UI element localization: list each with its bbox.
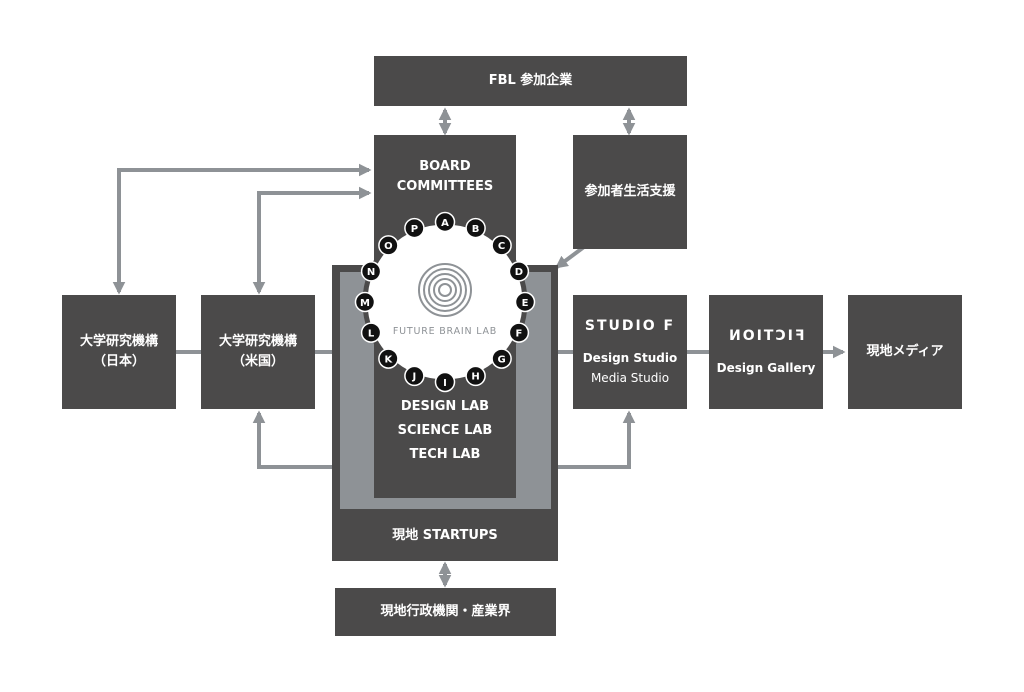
ring-dot-l: [360, 322, 382, 343]
univ-japan-sublabel: （日本）: [92, 354, 145, 369]
ring-letter-o: O: [384, 241, 393, 252]
local-media-label: 現地メディア: [866, 344, 944, 359]
ring-letter-c: C: [498, 241, 505, 252]
ring-dot-f: [508, 322, 530, 343]
univ-usa-box: 大学研究機構 （米国）: [201, 295, 315, 409]
science-lab-label: SCIENCE LAB: [397, 423, 493, 438]
ring-dot-e: [514, 291, 536, 313]
ring-dot-m: [354, 291, 376, 313]
ring-dot-h: [465, 365, 486, 387]
ring-dot-i: [434, 371, 456, 393]
ring-letter-j: J: [412, 372, 417, 383]
studio-line1: Design Studio: [582, 351, 678, 365]
univ-japan-box: 大学研究機構 （日本）: [62, 295, 176, 409]
ring-dot-b: [465, 217, 486, 239]
ring-letter-d: D: [515, 267, 523, 278]
ring-letter-b: B: [472, 224, 480, 235]
ring-dot-c: [491, 235, 512, 256]
ring-dot-k: [378, 348, 399, 369]
fbl-logo-text: FUTURE BRAIN LAB: [393, 326, 497, 337]
ring-dot-g: [491, 348, 512, 369]
ring-letter-p: P: [411, 224, 418, 235]
ring-letter-a: A: [441, 218, 449, 229]
ring-letter-group: A B C D E F G H I J K L M N O P: [354, 211, 536, 393]
ring-letter-g: G: [497, 354, 505, 365]
arrow-startups-usa: [252, 410, 332, 469]
fbl-companies-box: FBL 参加企業: [374, 56, 687, 106]
ring-letter-m: M: [360, 298, 370, 309]
design-lab-label: DESIGN LAB: [400, 399, 490, 414]
local-gov-box: 現地行政機関・産業界: [335, 588, 556, 636]
ring-letter-f: F: [515, 328, 522, 339]
ring-dot-p: [404, 217, 425, 239]
fbl-logo-icon: [418, 263, 472, 317]
local-startups-label: 現地 STARTUPS: [392, 528, 498, 543]
participant-support-box: 参加者生活支援: [573, 135, 687, 249]
studio-f-logo: STUDIO F: [584, 318, 676, 334]
arrow-japan-board: [112, 163, 372, 295]
fiction-line1: Design Gallery: [716, 361, 816, 375]
studio-box: STUDIO F Design Studio Media Studio: [573, 295, 687, 409]
ring-dot-d: [508, 261, 530, 282]
univ-usa-label: 大学研究機構: [218, 334, 297, 349]
ring-dot-a: [434, 211, 456, 233]
ring-letter-k: K: [385, 354, 394, 365]
arrow-startups-studio: [558, 410, 636, 469]
ring-letter-h: H: [471, 372, 479, 383]
ring-letter-l: L: [368, 328, 375, 339]
fiction-box: FICTION Design Gallery: [709, 295, 823, 409]
studio-line2: Media Studio: [590, 371, 670, 385]
committees-label: COMMITTEES: [396, 179, 494, 194]
ring-dot-o: [378, 235, 399, 256]
participant-support-label: 参加者生活支援: [584, 184, 676, 199]
univ-japan-label: 大学研究機構: [79, 334, 158, 349]
local-gov-label: 現地行政機関・産業界: [380, 604, 511, 619]
tech-lab-label: TECH LAB: [409, 447, 481, 462]
ring-dot-j: [404, 365, 425, 387]
arrow-usa-board: [252, 186, 372, 295]
ring-dot-n: [360, 261, 382, 282]
fbl-companies-label: FBL 参加企業: [488, 73, 573, 88]
ring-letter-e: E: [522, 298, 529, 309]
board-label: BOARD: [419, 159, 471, 174]
ring-letter-n: N: [367, 267, 375, 278]
ring-letter-i: I: [443, 378, 447, 389]
local-media-box: 現地メディア: [848, 295, 962, 409]
univ-usa-sublabel: （米国）: [231, 354, 284, 369]
